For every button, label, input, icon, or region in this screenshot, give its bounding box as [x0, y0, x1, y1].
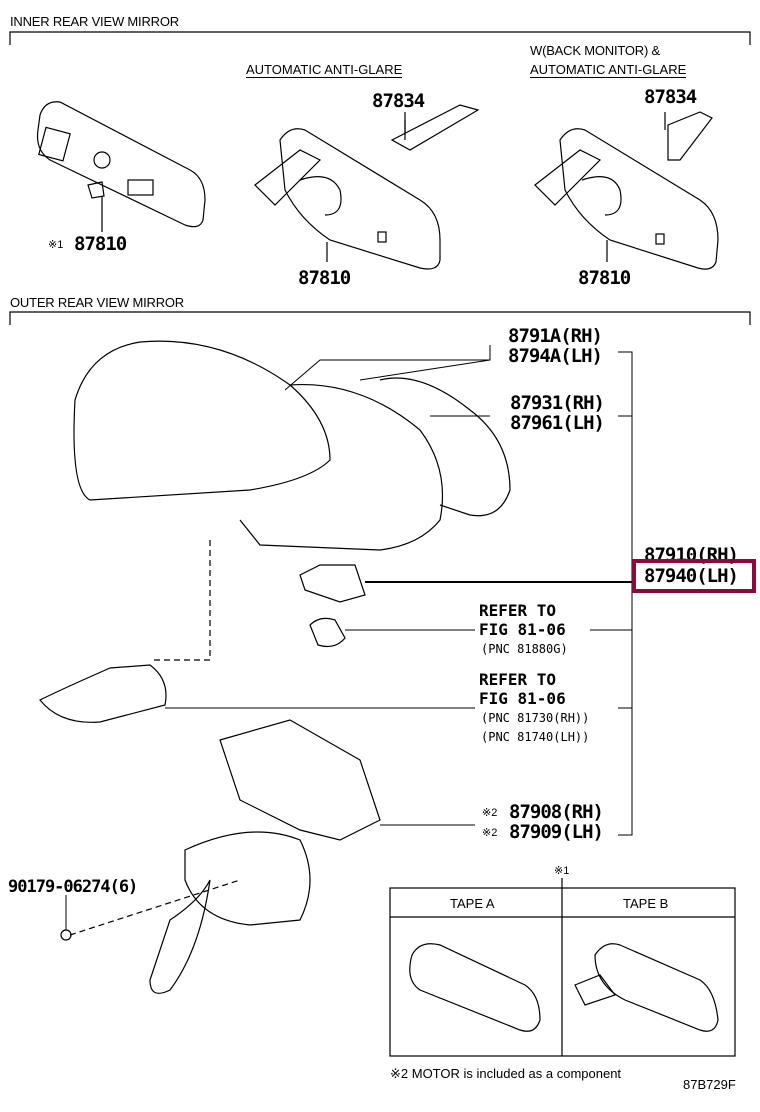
inner-mirror-monitor-drawing	[534, 111, 719, 270]
inset-mark: ※1	[554, 865, 570, 877]
note-mark-2-lh: ※2	[482, 827, 498, 839]
part-number-87810-monitor[interactable]: 87810	[578, 267, 631, 289]
refer-1-line2[interactable]: FIG 81-06	[479, 620, 566, 639]
section-title-inner: INNER REAR VIEW MIRROR	[10, 14, 179, 29]
mirror-cover-drawing	[73, 340, 331, 501]
part-number-87908-rh[interactable]: 87908(RH)	[509, 801, 604, 823]
part-number-8791a-rh[interactable]: 8791A(RH)	[508, 325, 603, 347]
base-drawing	[184, 831, 311, 926]
tape-b-header: TAPE B	[623, 896, 669, 911]
tape-a-header: TAPE A	[450, 896, 495, 911]
inner-mirror-basic-drawing	[36, 101, 206, 232]
outer-section-bracket	[9, 311, 751, 325]
footnote: ※2 MOTOR is included as a component	[390, 1066, 622, 1081]
lamp-drawing	[299, 564, 366, 603]
screw-drawing	[60, 929, 72, 941]
part-number-87834-auto[interactable]: 87834	[372, 90, 425, 112]
part-number-87810-auto[interactable]: 87810	[298, 267, 351, 289]
part-number-90179-06274[interactable]: 90179-06274(6)	[8, 877, 138, 897]
refer-1-line1[interactable]: REFER TO	[479, 601, 557, 620]
turn-signal-drawing	[39, 664, 167, 723]
refer-2-pnc-rh: (PNC 81730(RH))	[481, 711, 590, 725]
section-title-outer: OUTER REAR VIEW MIRROR	[10, 295, 184, 310]
caption-automatic-anti-glare: AUTOMATIC ANTI-GLARE	[246, 62, 403, 78]
caption-back-monitor-line2: AUTOMATIC ANTI-GLARE	[530, 62, 687, 78]
figure-code: 87B729F	[683, 1077, 736, 1092]
refer-1-pnc: (PNC 81880G)	[481, 642, 568, 656]
outer-mirror-drawing	[39, 340, 511, 994]
part-number-87810-basic[interactable]: 87810	[74, 233, 127, 255]
motor-drawing	[219, 719, 381, 841]
tape-inset-box	[389, 878, 736, 1057]
note-mark-2-rh: ※2	[482, 807, 498, 819]
part-number-87931-rh[interactable]: 87931(RH)	[510, 392, 605, 414]
refer-2-line1[interactable]: REFER TO	[479, 670, 557, 689]
highlight-box	[632, 559, 756, 593]
caption-back-monitor-line1: W(BACK MONITOR) &	[530, 43, 660, 58]
part-number-87961-lh[interactable]: 87961(LH)	[510, 412, 605, 434]
part-number-8794a-lh[interactable]: 8794A(LH)	[508, 345, 603, 367]
note-mark-1: ※1	[48, 239, 64, 251]
inner-section-bracket	[9, 31, 751, 45]
part-number-87909-lh[interactable]: 87909(LH)	[509, 821, 604, 843]
part-number-87940-lh[interactable]: 87940(LH)	[644, 565, 739, 587]
bulb-drawing	[309, 617, 346, 648]
refer-2-line2[interactable]: FIG 81-06	[479, 689, 566, 708]
refer-2-pnc-lh: (PNC 81740(LH))	[481, 730, 590, 744]
part-number-87834-monitor[interactable]: 87834	[644, 86, 697, 108]
inner-mirror-auto-drawing	[254, 104, 480, 270]
